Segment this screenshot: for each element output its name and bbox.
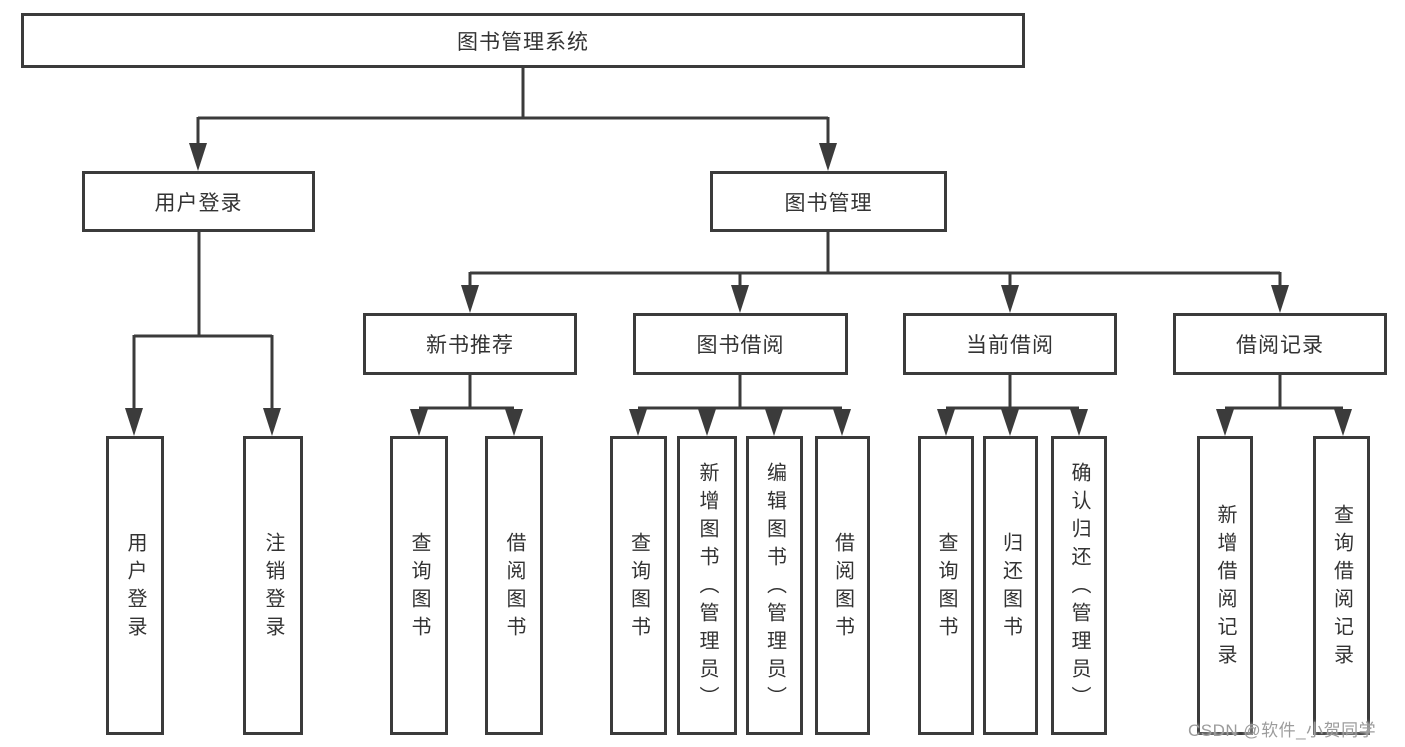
connector-user-login-branch bbox=[125, 232, 281, 436]
node-root-system: 图书管理系统 bbox=[21, 13, 1025, 68]
node-book-management: 图书管理 bbox=[710, 171, 947, 232]
leaf-recommend-borrow-books: 借阅图书 bbox=[485, 436, 543, 735]
leaf-confirm-return-admin: 确认归还（管理员） bbox=[1051, 436, 1107, 735]
connector-book-mgmt-branch bbox=[461, 232, 1289, 313]
leaf-query-borrow-record: 查询借阅记录 bbox=[1313, 436, 1370, 735]
connector-new-book-branch bbox=[410, 375, 523, 436]
node-book-borrow: 图书借阅 bbox=[633, 313, 848, 375]
leaf-recommend-query-books: 查询图书 bbox=[390, 436, 448, 735]
connector-book-borrow-branch bbox=[629, 375, 851, 436]
node-new-book-recommend: 新书推荐 bbox=[363, 313, 577, 375]
leaf-return-books: 归还图书 bbox=[983, 436, 1038, 735]
node-current-borrow: 当前借阅 bbox=[903, 313, 1117, 375]
leaf-add-borrow-record: 新增借阅记录 bbox=[1197, 436, 1253, 735]
node-borrow-record: 借阅记录 bbox=[1173, 313, 1387, 375]
connector-current-borrow-branch bbox=[937, 375, 1088, 436]
leaf-borrow-query-books: 查询图书 bbox=[610, 436, 667, 735]
leaf-edit-books-admin: 编辑图书（管理员） bbox=[746, 436, 803, 735]
csdn-watermark: CSDN @软件_小贺同学 bbox=[1188, 721, 1377, 740]
leaf-logout: 注销登录 bbox=[243, 436, 303, 735]
leaf-current-query-books: 查询图书 bbox=[918, 436, 974, 735]
connector-borrow-record-branch bbox=[1216, 375, 1352, 436]
connector-root-to-level2 bbox=[189, 68, 837, 171]
leaf-borrow-books: 借阅图书 bbox=[815, 436, 870, 735]
node-user-login: 用户登录 bbox=[82, 171, 315, 232]
leaf-user-login: 用户登录 bbox=[106, 436, 164, 735]
leaf-add-books-admin: 新增图书（管理员） bbox=[677, 436, 737, 735]
